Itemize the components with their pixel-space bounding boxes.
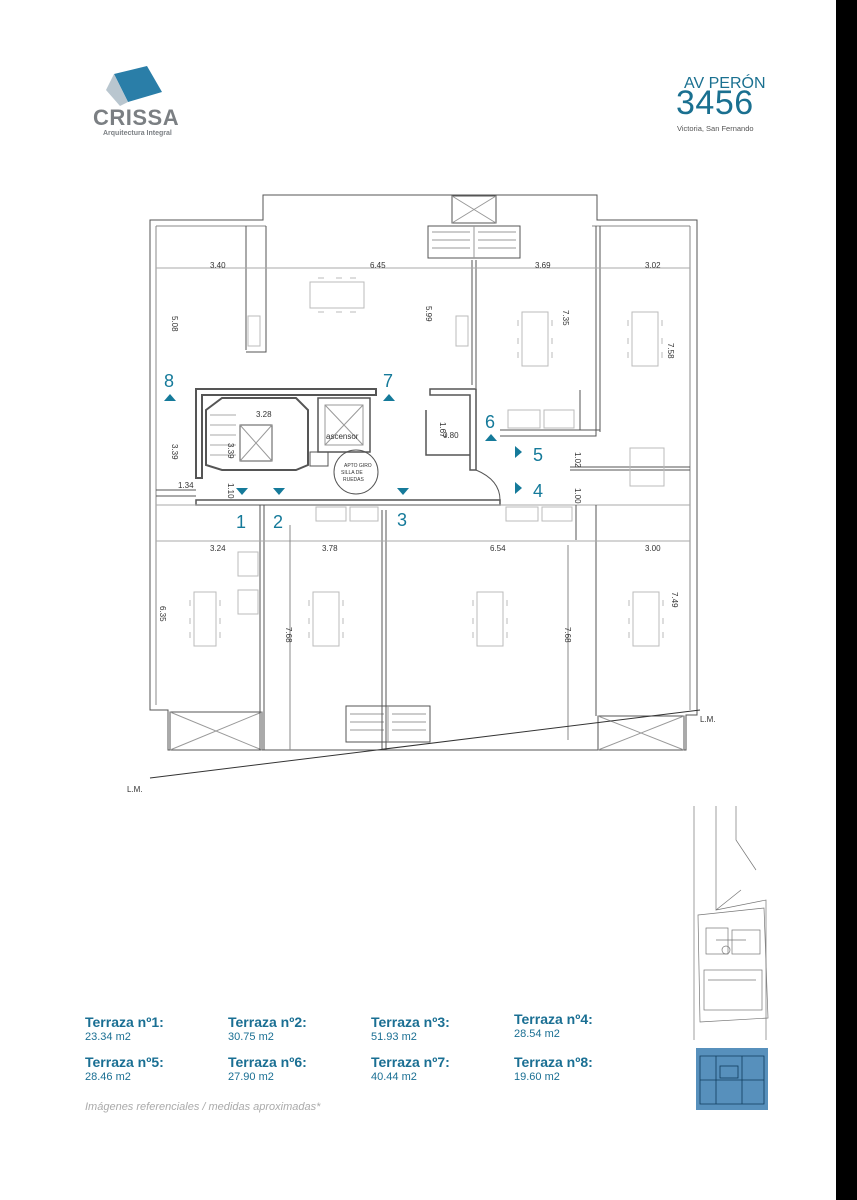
dimension-label: 3.69 (535, 261, 551, 270)
terrace-title: Terraza nº1: (85, 1014, 164, 1030)
dimension-label: 3.28 (256, 410, 272, 419)
terrace-area: 23.34 m2 (85, 1031, 131, 1043)
terrace-area: 40.44 m2 (371, 1071, 417, 1083)
unit-number: 5 (533, 445, 543, 465)
terrace-item-2: Terraza nº2:30.75 m2 (228, 1014, 368, 1043)
dimension-label: 1.67 (438, 422, 447, 438)
dimension-label: 6.54 (490, 544, 506, 553)
brand-name: CRISSA (93, 105, 180, 130)
dimension-label: 1.02 (573, 452, 582, 468)
unit-marker-arrow (485, 434, 497, 441)
terrace-area: 30.75 m2 (228, 1031, 274, 1043)
unit-marker-arrow (236, 488, 248, 495)
terrace-item-3: Terraza nº3:51.93 m2 (371, 1014, 511, 1043)
lm-label-right: L.M. (700, 715, 716, 724)
floor-plan: 3.40 6.45 3.69 3.02 5.08 5.99 7.35 7.58 3.39 3.28… (127, 194, 716, 794)
terrace-title: Terraza nº4: (514, 1011, 593, 1027)
lm-label-left: L.M. (127, 785, 143, 794)
unit-number: 4 (533, 481, 543, 501)
terrace-title: Terraza nº6: (228, 1054, 307, 1070)
unit-number: 7 (383, 371, 393, 391)
dimension-label: 7.68 (563, 627, 572, 643)
keymap-highlight (696, 1048, 768, 1110)
dimension-label: 7.35 (561, 310, 570, 326)
unit-number: 6 (485, 412, 495, 432)
terrace-item-8: Terraza nº8:19.60 m2 (514, 1054, 654, 1083)
disclaimer: Imágenes referenciales / medidas aproxim… (85, 1101, 321, 1113)
dimension-label: 3.40 (210, 261, 226, 270)
terrace-area: 19.60 m2 (514, 1071, 560, 1083)
dimension-label: 3.24 (210, 544, 226, 553)
unit-marker-arrow (515, 446, 522, 458)
terrace-area: 51.93 m2 (371, 1031, 417, 1043)
dimension-label: 3.39 (170, 444, 179, 460)
elevator-label: ascensor (326, 432, 359, 441)
dimension-label: 7.49 (670, 592, 679, 608)
terrace-title: Terraza nº8: (514, 1054, 593, 1070)
terrace-item-1: Terraza nº1:23.34 m2 (85, 1014, 225, 1043)
unit-number: 1 (236, 512, 246, 532)
unit-marker-arrow (397, 488, 409, 495)
unit-marker-arrow (164, 394, 176, 401)
terrace-title: Terraza nº3: (371, 1014, 450, 1030)
address-street: AV PERÓN (684, 75, 766, 92)
dimension-label: 6.45 (370, 261, 386, 270)
plan-sheet: CRISSA Arquitectura Integral AV PERÓN 34… (0, 0, 836, 1200)
dimension-label: 3.39 (226, 443, 235, 459)
unit-number: 3 (397, 510, 407, 530)
dimension-label: 5.99 (424, 306, 433, 322)
brand-tagline: Arquitectura Integral (103, 130, 172, 137)
dimension-label: 1.10 (226, 483, 235, 499)
unit-marker-arrow (383, 394, 395, 401)
dimension-label: 3.02 (645, 261, 661, 270)
terrace-title: Terraza nº7: (371, 1054, 450, 1070)
terrace-title: Terraza nº5: (85, 1054, 164, 1070)
terrace-item-4: Terraza nº4:28.54 m2 (514, 1011, 654, 1040)
dimension-label: 5.08 (170, 316, 179, 332)
dimension-label: 0.80 (443, 431, 459, 440)
unit-number: 8 (164, 371, 174, 391)
dimension-label: 7.68 (284, 627, 293, 643)
dimension-label: 1.00 (573, 488, 582, 504)
terrace-item-7: Terraza nº7:40.44 m2 (371, 1054, 511, 1083)
terrace-area: 28.54 m2 (514, 1028, 560, 1040)
key-map (693, 806, 769, 1110)
dimension-label: 7.58 (666, 343, 675, 359)
unit-number: 2 (273, 512, 283, 532)
dimension-label: 1.34 (178, 481, 194, 490)
dimension-label: 3.78 (322, 544, 338, 553)
terrace-area: 28.46 m2 (85, 1071, 131, 1083)
unit-marker-arrow (515, 482, 522, 494)
terrace-title: Terraza nº2: (228, 1014, 307, 1030)
dimension-label: 6.35 (158, 606, 167, 622)
terrace-item-5: Terraza nº5:28.46 m2 (85, 1054, 225, 1083)
unit-marker-arrow (273, 488, 285, 495)
address-number: 3456 (676, 84, 754, 122)
terrace-item-6: Terraza nº6:27.90 m2 (228, 1054, 368, 1083)
crissa-logo (106, 66, 162, 106)
address-city: Victoria, San Fernando (677, 124, 754, 133)
terrace-area: 27.90 m2 (228, 1071, 274, 1083)
dimension-label: 3.00 (645, 544, 661, 553)
